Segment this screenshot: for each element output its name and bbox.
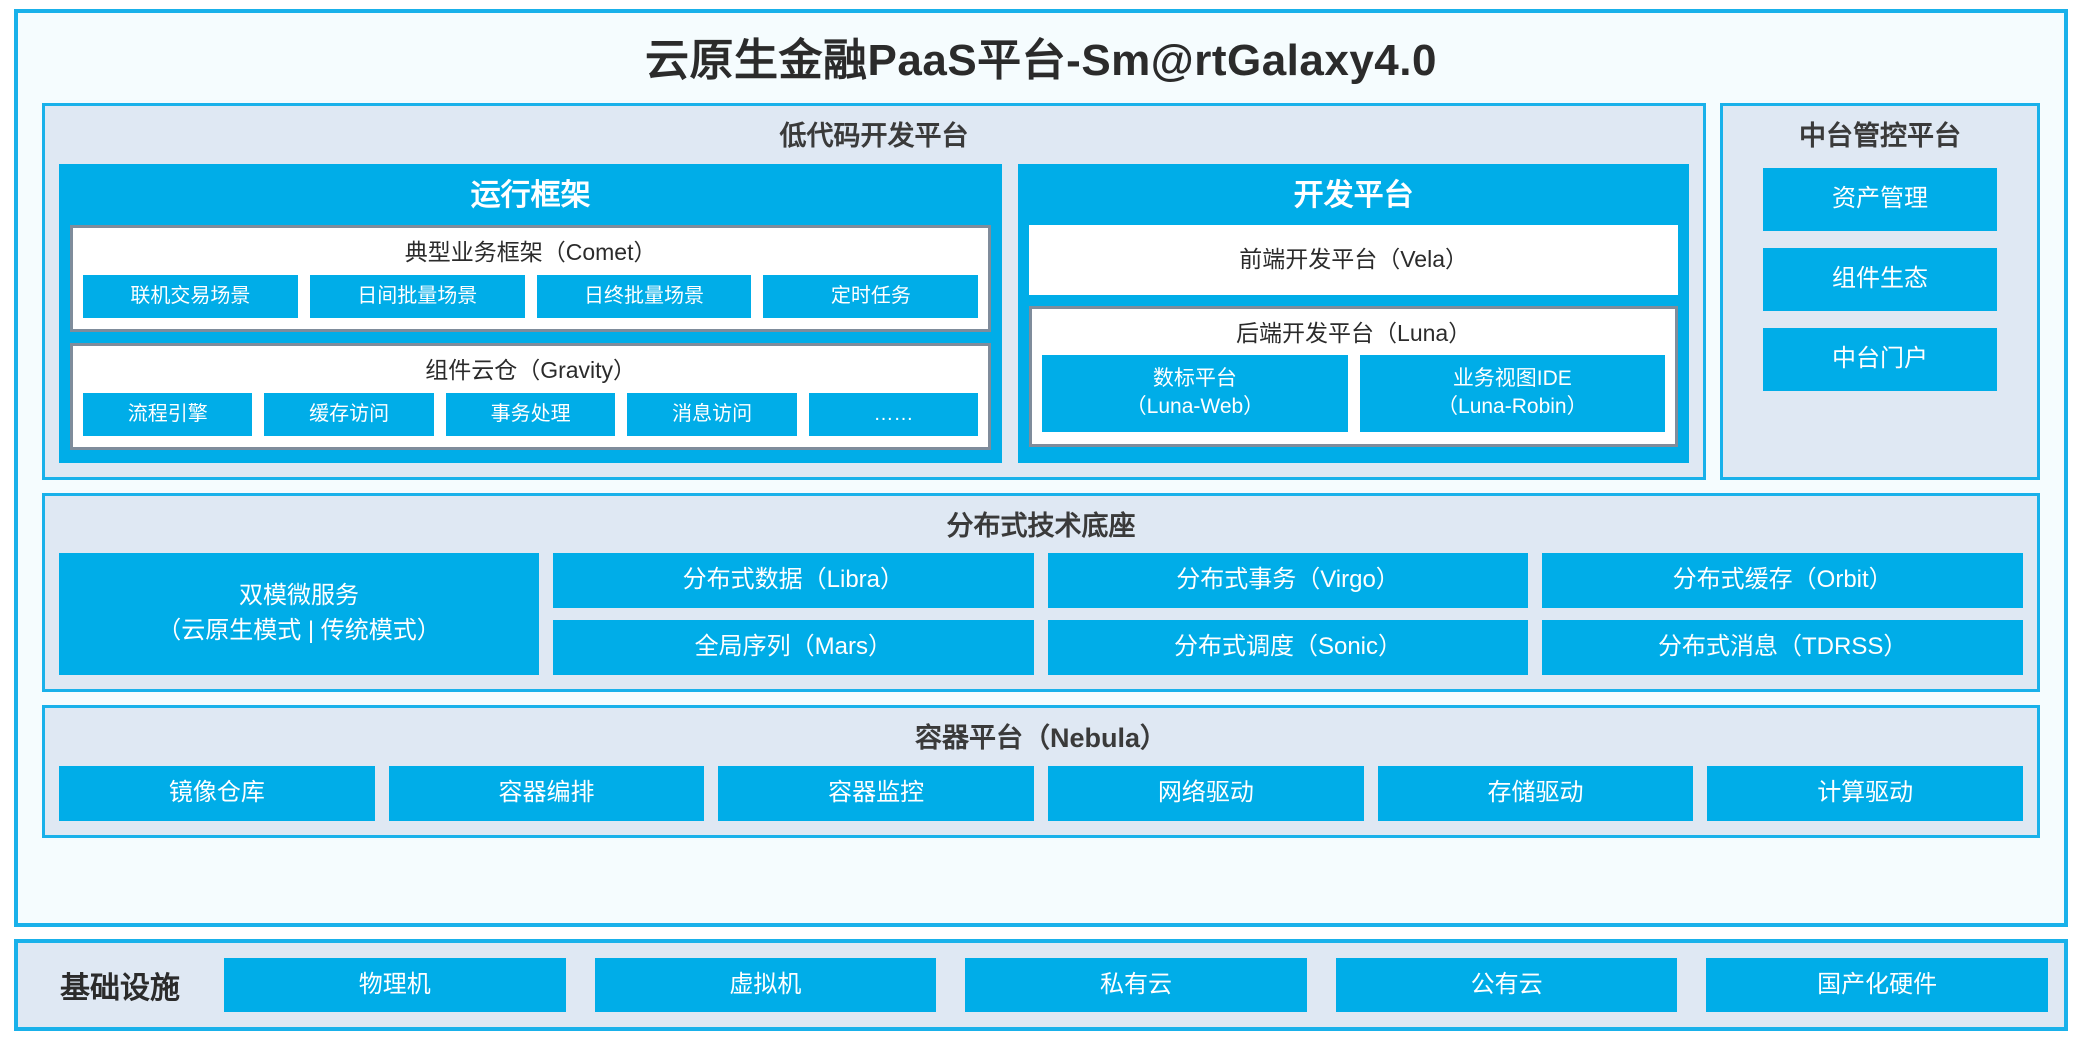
infrastructure-cell-private-cloud[interactable]: 私有云 <box>965 957 1307 1013</box>
infrastructure-label: 基础设施 <box>60 972 180 1005</box>
infrastructure-cells: 物理机 虚拟机 私有云 公有云 国产化硬件 <box>224 957 2048 1013</box>
lowcode-platform-panel: 低代码开发平台 运行框架 典型业务框架（Comet） 联机交易场景 日间批量场景… <box>42 103 1706 480</box>
container-cell-monitoring[interactable]: 容器监控 <box>718 765 1035 821</box>
gravity-chip[interactable]: 流程引擎 <box>83 392 253 436</box>
development-platform-card: 开发平台 前端开发平台（Vela） 后端开发平台（Luna） 数标平台 （Lun… <box>1018 164 1689 463</box>
backend-dev-platform-title: 后端开发平台（Luna） <box>1236 319 1472 346</box>
dual-mode-microservice-cell[interactable]: 双模微服务 （云原生模式 | 传统模式） <box>59 553 539 675</box>
container-cell-network-driver[interactable]: 网络驱动 <box>1048 765 1364 821</box>
dual-mode-microservice-line1: 双模微服务 <box>239 582 359 610</box>
comet-group-title: 典型业务框架（Comet） <box>404 239 657 266</box>
luna-robin-chip[interactable]: 业务视图IDE （Luna-Robin） <box>1359 355 1666 433</box>
infrastructure-cell-public-cloud[interactable]: 公有云 <box>1335 957 1678 1013</box>
frontend-dev-platform-vela[interactable]: 前端开发平台（Vela） <box>1029 225 1678 295</box>
distributed-scheduling-sonic-cell[interactable]: 分布式调度（Sonic） <box>1047 620 1529 675</box>
runtime-framework-title: 运行框架 <box>470 179 591 213</box>
comet-chip[interactable]: 定时任务 <box>763 274 979 318</box>
infrastructure-panel: 基础设施 物理机 虚拟机 私有云 公有云 国产化硬件 <box>14 939 2068 1031</box>
gravity-chip-row: 流程引擎 缓存访问 事务处理 消息访问 …… <box>83 392 979 436</box>
global-sequence-mars-cell[interactable]: 全局序列（Mars） <box>553 620 1034 675</box>
infrastructure-cell-domestic-hardware[interactable]: 国产化硬件 <box>1706 957 2048 1013</box>
distributed-transaction-virgo-cell[interactable]: 分布式事务（Virgo） <box>1047 553 1529 609</box>
distributed-data-libra-cell[interactable]: 分布式数据（Libra） <box>553 553 1034 609</box>
comet-chip-row: 联机交易场景 日间批量场景 日终批量场景 定时任务 <box>83 274 979 318</box>
midoffice-control-platform-panel: 中台管控平台 资产管理 组件生态 中台门户 <box>1720 103 2040 480</box>
midoffice-item-list: 资产管理 组件生态 中台门户 <box>1737 164 2023 391</box>
development-platform-title: 开发平台 <box>1293 179 1414 213</box>
distributed-base-panel: 分布式技术底座 双模微服务 （云原生模式 | 传统模式） 分布式数据（Libra… <box>42 492 2040 692</box>
backend-dev-platform-luna-group: 后端开发平台（Luna） 数标平台 （Luna-Web） 业务视图IDE （Lu… <box>1029 305 1678 448</box>
distributed-base-column-1: 分布式数据（Libra） 全局序列（Mars） <box>553 553 1034 675</box>
gravity-chip-more[interactable]: …… <box>808 392 979 436</box>
comet-chip[interactable]: 日间批量场景 <box>309 274 525 318</box>
luna-robin-sub: （Luna-Robin） <box>1437 394 1588 418</box>
luna-chip-row: 数标平台 （Luna-Web） 业务视图IDE （Luna-Robin） <box>1042 355 1666 433</box>
infrastructure-cell-physical-machine[interactable]: 物理机 <box>224 957 566 1013</box>
comet-chip[interactable]: 日终批量场景 <box>536 274 752 318</box>
distributed-base-body: 双模微服务 （云原生模式 | 传统模式） 分布式数据（Libra） 全局序列（M… <box>59 553 2024 675</box>
luna-robin-name: 业务视图IDE <box>1452 367 1572 391</box>
gravity-chip[interactable]: 事务处理 <box>445 392 616 436</box>
container-cell-orchestration[interactable]: 容器编排 <box>388 765 705 821</box>
container-cell-compute-driver[interactable]: 计算驱动 <box>1707 765 2024 821</box>
midoffice-item-component-ecosystem[interactable]: 组件生态 <box>1763 247 1997 311</box>
gravity-chip[interactable]: 消息访问 <box>627 392 797 436</box>
luna-web-name: 数标平台 <box>1152 367 1237 391</box>
distributed-base-title: 分布式技术底座 <box>946 510 1136 541</box>
gravity-group: 组件云仓（Gravity） 流程引擎 缓存访问 事务处理 消息访问 …… <box>70 342 992 450</box>
container-platform-title: 容器平台（Nebula） <box>914 722 1168 753</box>
container-cell-image-registry[interactable]: 镜像仓库 <box>59 765 375 821</box>
lowcode-platform-title: 低代码开发平台 <box>779 121 969 152</box>
runtime-framework-card: 运行框架 典型业务框架（Comet） 联机交易场景 日间批量场景 日终批量场景 … <box>59 164 1003 463</box>
midoffice-control-platform-title: 中台管控平台 <box>1799 121 1961 152</box>
gravity-chip[interactable]: 缓存访问 <box>264 392 434 436</box>
midoffice-item-asset-management[interactable]: 资产管理 <box>1763 168 1997 231</box>
dual-mode-microservice-line2: （云原生模式 | 传统模式） <box>157 617 441 645</box>
top-row: 低代码开发平台 运行框架 典型业务框架（Comet） 联机交易场景 日间批量场景… <box>42 103 2040 480</box>
infrastructure-cell-virtual-machine[interactable]: 虚拟机 <box>594 957 937 1013</box>
distributed-base-column-3: 分布式缓存（Orbit） 分布式消息（TDRSS） <box>1542 553 2024 675</box>
container-cell-storage-driver[interactable]: 存储驱动 <box>1377 765 1694 821</box>
luna-web-sub: （Luna-Web） <box>1125 394 1265 418</box>
distributed-cache-orbit-cell[interactable]: 分布式缓存（Orbit） <box>1542 553 2024 609</box>
container-platform-panel: 容器平台（Nebula） 镜像仓库 容器编排 容器监控 网络驱动 存储驱动 计算… <box>42 704 2040 838</box>
comet-group: 典型业务框架（Comet） 联机交易场景 日间批量场景 日终批量场景 定时任务 <box>70 225 992 332</box>
lowcode-body: 运行框架 典型业务框架（Comet） 联机交易场景 日间批量场景 日终批量场景 … <box>59 164 1689 463</box>
luna-web-chip[interactable]: 数标平台 （Luna-Web） <box>1042 355 1348 433</box>
container-platform-body: 镜像仓库 容器编排 容器监控 网络驱动 存储驱动 计算驱动 <box>59 765 2024 821</box>
midoffice-item-portal[interactable]: 中台门户 <box>1763 327 1997 391</box>
gravity-group-title: 组件云仓（Gravity） <box>425 356 637 383</box>
distributed-base-column-2: 分布式事务（Virgo） 分布式调度（Sonic） <box>1047 553 1529 675</box>
page-title: 云原生金融PaaS平台-Sm@rtGalaxy4.0 <box>645 36 1437 85</box>
platform-frame: 云原生金融PaaS平台-Sm@rtGalaxy4.0 低代码开发平台 运行框架 … <box>14 9 2068 927</box>
comet-chip[interactable]: 联机交易场景 <box>83 274 298 318</box>
distributed-message-tdrss-cell[interactable]: 分布式消息（TDRSS） <box>1542 620 2024 675</box>
